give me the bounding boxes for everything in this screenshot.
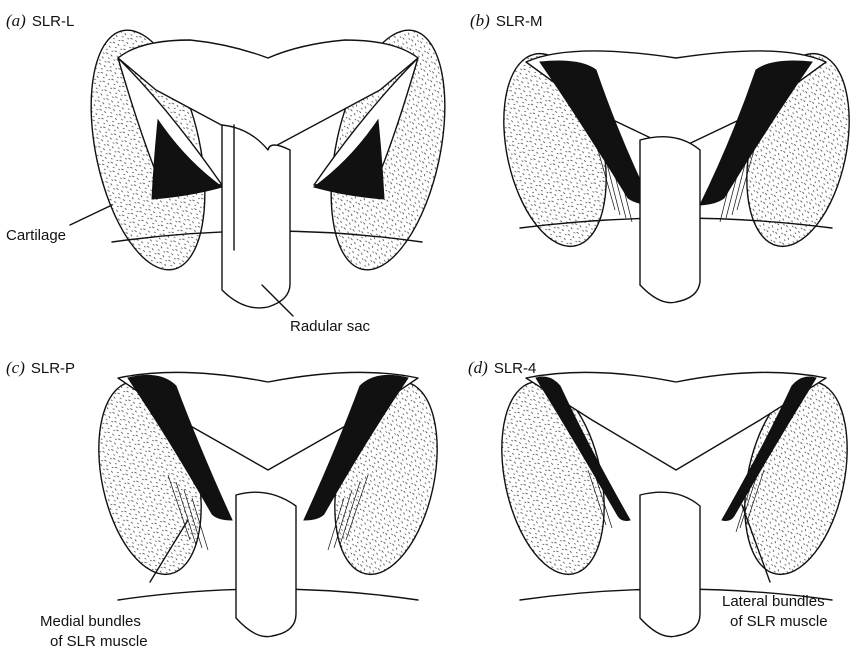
radular-sac-label: Radular sac (290, 318, 371, 335)
cartilage-label: Cartilage (6, 227, 66, 244)
medial-bundles-label-line1: Medial bundles (40, 613, 141, 630)
panel-d-title: (d)SLR-4 (468, 358, 536, 377)
panel-b-title: (b)SLR-M (470, 11, 543, 30)
panel-c-title: (c)SLR-P (6, 358, 75, 377)
panel-c-drawing (83, 372, 454, 636)
medial-bundles-label-line2: of SLR muscle (50, 633, 148, 650)
panel-a-title: (a)SLR-L (6, 11, 74, 30)
panel-b-drawing (488, 44, 859, 302)
panel-a-drawing (72, 20, 464, 308)
lateral-bundles-label-line1: Lateral bundles (722, 593, 825, 610)
lateral-bundles-label-line2: of SLR muscle (730, 613, 828, 630)
cartilage-leader-line (70, 205, 112, 225)
